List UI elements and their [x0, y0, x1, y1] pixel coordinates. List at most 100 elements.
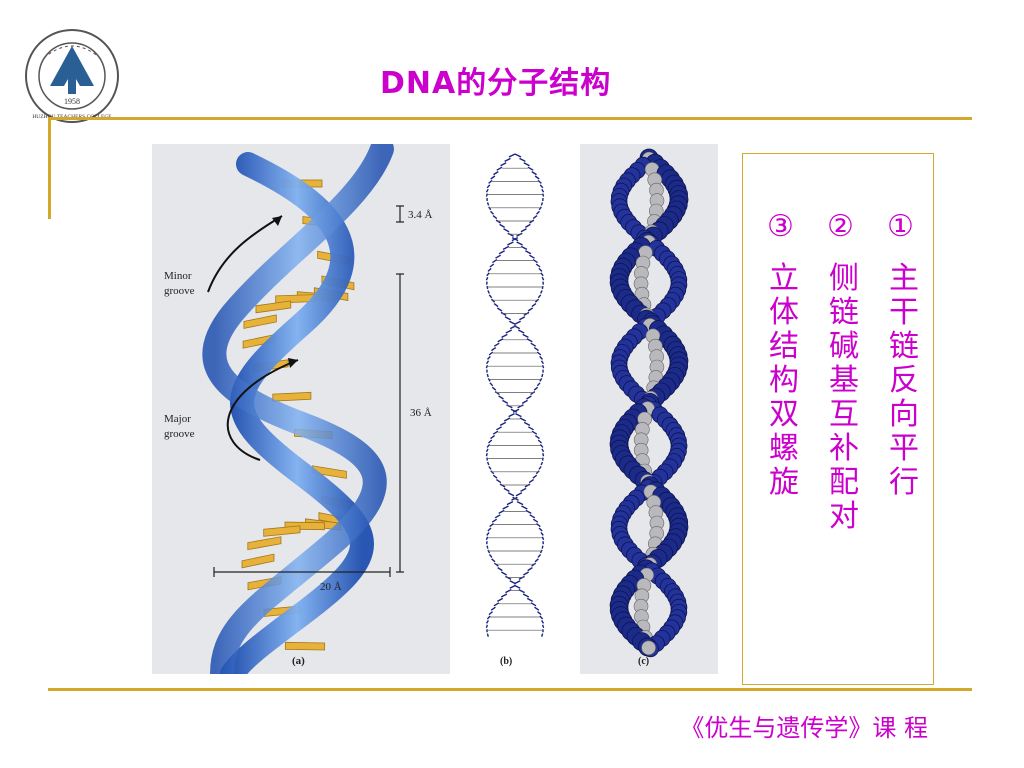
backbone-stick: [490, 470, 495, 475]
backbone-stick: [516, 232, 523, 237]
backbone-stick: [523, 162, 530, 167]
backbone-stick: [530, 342, 537, 347]
backbone-stick: [532, 215, 538, 220]
backbone-stick: [535, 470, 540, 475]
backbone-stick: [508, 412, 515, 418]
backbone-stick: [493, 562, 499, 567]
base-pair: [247, 536, 282, 551]
backbone-stick: [485, 453, 488, 457]
backbone-stick: [500, 162, 507, 167]
backbone-stick: [508, 153, 516, 158]
backbone-stick: [509, 320, 516, 325]
backbone-stick: [486, 184, 491, 189]
backbone-stick: [491, 347, 497, 352]
backbone-stick: [499, 421, 507, 427]
backbone-stick: [486, 461, 490, 466]
backbone-stick: [514, 153, 522, 158]
backbone-stick: [485, 448, 489, 453]
backbone-stick: [490, 175, 496, 180]
backbone-stick: [488, 465, 492, 470]
backbone-stick: [521, 505, 528, 510]
backbone-stick: [539, 615, 544, 620]
backbone-stick: [486, 531, 490, 536]
backbone-stick: [539, 355, 544, 360]
backbone-stick: [531, 430, 538, 435]
backbone-stick: [506, 500, 514, 506]
backbone-stick: [507, 241, 514, 246]
backbone-stick: [538, 267, 543, 272]
backbone-stick: [537, 439, 543, 444]
backbone-stick: [487, 290, 490, 294]
backbone-stick: [501, 571, 507, 576]
backbone-stick: [486, 202, 490, 206]
backbone-stick: [497, 338, 504, 343]
backbone-stick: [485, 364, 489, 369]
backbone-stick: [495, 254, 501, 259]
backbone-stick: [520, 245, 528, 251]
backbone-stick: [491, 558, 496, 563]
backbone-stick: [540, 620, 545, 624]
backbone-stick: [516, 241, 523, 246]
backbone-stick: [539, 549, 543, 554]
backbone-stick: [499, 483, 506, 488]
backbone-stick: [486, 373, 489, 378]
backbone-stick: [541, 448, 545, 453]
slide-title: DNA的分子结构: [380, 66, 612, 101]
minor-groove-label-1: Minor: [164, 270, 192, 282]
backbone-stick: [486, 355, 491, 360]
dna-figure: 3.4 Å 36 Å 20 Å Minor groove Major groov…: [152, 144, 718, 674]
bottom-rule: [48, 688, 972, 691]
backbone-stick: [489, 263, 495, 268]
backbone-stick: [516, 500, 524, 506]
backbone-stick: [490, 210, 494, 215]
backbone-stick: [531, 303, 537, 308]
backbone-stick: [541, 276, 545, 281]
key-point-2: ② 侧链碱基互补配对: [823, 209, 858, 534]
backbone-stick: [539, 378, 543, 382]
backbone-stick: [541, 624, 545, 629]
backbone-stick: [503, 417, 511, 422]
backbone-stick: [485, 620, 490, 624]
backbone-stick: [541, 373, 544, 378]
backbone-stick: [542, 193, 545, 197]
backbone-stick: [485, 360, 490, 365]
backbone-stick: [540, 461, 544, 466]
backbone-stick: [530, 602, 537, 607]
backbone-stick: [538, 465, 542, 470]
backbone-stick: [541, 545, 544, 549]
backbone-stick: [522, 333, 529, 339]
backbone-stick: [533, 347, 539, 352]
major-groove-label-2: groove: [164, 428, 195, 440]
backbone-stick: [538, 527, 543, 532]
backbone-stick: [534, 175, 540, 180]
backbone-stick: [485, 193, 488, 197]
backbone-stick: [534, 435, 540, 440]
backbone-stick: [541, 188, 545, 193]
backbone-stick: [536, 351, 542, 356]
backbone-stick: [487, 549, 491, 554]
backbone-stick: [538, 206, 542, 211]
width-label: 20 Å: [320, 581, 342, 593]
backbone-stick: [497, 597, 504, 603]
backbone-stick: [503, 487, 510, 493]
key-point-3: ③ 立体结构双螺旋: [763, 209, 798, 500]
backbone-stick: [529, 514, 536, 519]
backbone-stick: [529, 219, 535, 224]
backbone-stick: [519, 316, 526, 321]
backbone-stick: [485, 188, 489, 193]
panel-b-stick-model: (b): [485, 153, 545, 667]
backbone-stick: [515, 492, 523, 497]
backbone-stick: [488, 179, 493, 184]
left-rule: [48, 117, 51, 219]
strand-one: [220, 152, 374, 674]
backbone-stick: [523, 311, 530, 317]
backbone-stick: [534, 558, 539, 563]
base-pair: [241, 553, 275, 569]
backbone-stick: [486, 285, 489, 290]
logo-year: 1958: [64, 97, 80, 106]
backbone-stick: [506, 404, 513, 409]
backbone-stick: [517, 404, 524, 409]
backbone-stick: [526, 597, 533, 603]
backbone-stick: [534, 298, 540, 303]
backbone-stick: [531, 562, 537, 567]
